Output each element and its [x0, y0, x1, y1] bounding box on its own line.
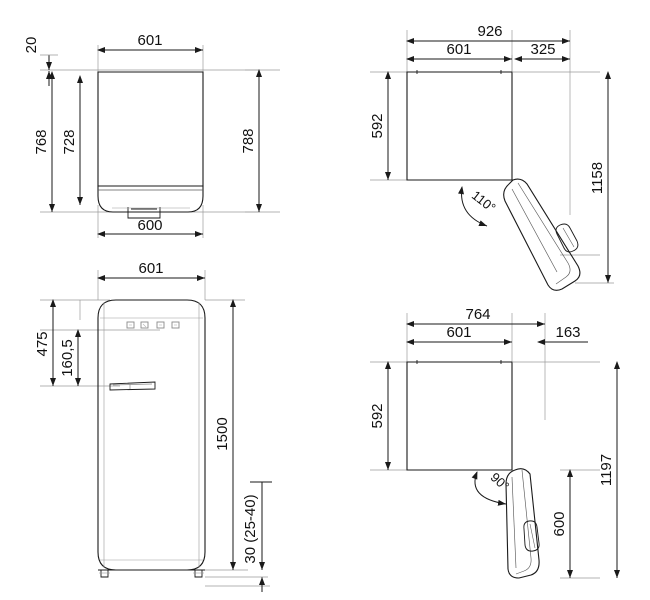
dim-label-right-height: 788 — [240, 128, 257, 153]
dim-label-door-swing-width: 325 — [530, 41, 555, 58]
dim-label-body-depth-90: 592 — [369, 403, 386, 428]
dimension-30-25-40: 30 (25-40) — [242, 481, 272, 592]
dimension-926: 926 — [406, 23, 570, 44]
view-top-right: 110° 926 601 325 — [369, 23, 614, 291]
dimension-325: 325 — [514, 41, 570, 62]
dimension-592-bottom-right: 592 — [369, 361, 391, 470]
dimension-1500: 1500 — [214, 299, 236, 570]
dim-label-front-width: 601 — [138, 260, 163, 277]
dim-label-door-swing-width-90: 163 — [555, 324, 580, 341]
dimension-600-bottom-left: 600 — [97, 217, 203, 237]
dimension-475: 475 — [34, 299, 56, 386]
dim-label-left-inner-height: 728 — [61, 129, 78, 154]
door-open-110 — [503, 178, 581, 291]
dim-label-overall-depth: 1158 — [589, 162, 606, 194]
dim-label-left-outer-height: 768 — [33, 129, 50, 154]
dimension-592-top-right: 592 — [369, 71, 391, 180]
dimension-728: 728 — [61, 75, 83, 205]
door-handle-front — [109, 381, 156, 391]
angle-label-110: 110° — [469, 188, 499, 216]
dimension-160-5: 160,5 — [59, 329, 81, 386]
angle-110: 110° — [458, 186, 499, 227]
dimension-600-door: 600 — [551, 469, 573, 578]
dimension-601-top-left: 601 — [97, 32, 203, 53]
door-open-90 — [505, 468, 540, 579]
view-bottom-left: 601 475 160,5 1500 — [34, 260, 272, 592]
dim-label-total-height: 1500 — [214, 417, 231, 450]
dimension-1197: 1197 — [598, 361, 620, 578]
dim-label-body-width-90: 601 — [446, 324, 471, 341]
dim-label-bottom-width: 600 — [137, 217, 162, 234]
control-panel — [126, 321, 180, 329]
dimension-20: 20 — [23, 37, 58, 86]
dimension-163: 163 — [537, 324, 588, 345]
view-bottom-right: 90° 764 601 163 — [369, 306, 620, 579]
dim-label-body-width: 601 — [446, 41, 471, 58]
dim-label-foot-height: 30 (25-40) — [242, 494, 259, 563]
dimension-1158: 1158 — [589, 71, 611, 283]
dimension-764: 764 — [406, 306, 545, 327]
dimension-601-top-right: 601 — [406, 41, 512, 62]
dimension-601-bottom-left: 601 — [97, 260, 205, 281]
view-top-left: 601 20 768 728 — [23, 32, 280, 238]
dimension-768: 768 — [33, 71, 55, 212]
dim-label-panel-height: 475 — [34, 331, 51, 356]
dim-label-overall-width: 926 — [477, 23, 502, 40]
adjustable-feet — [99, 570, 204, 578]
dim-label-overall-width-90: 764 — [465, 306, 490, 323]
dimension-788: 788 — [240, 69, 262, 212]
dimension-601-bottom-right: 601 — [406, 324, 512, 345]
dim-label-handle-height: 160,5 — [59, 339, 76, 377]
dim-label-overall-depth-90: 1197 — [598, 454, 615, 486]
dim-label-top-gap: 20 — [23, 37, 40, 54]
dim-label-door-depth: 600 — [551, 511, 568, 536]
dim-label-top-width: 601 — [137, 32, 162, 49]
dim-label-body-depth: 592 — [369, 113, 386, 138]
angle-label-90: 90° — [488, 470, 513, 494]
